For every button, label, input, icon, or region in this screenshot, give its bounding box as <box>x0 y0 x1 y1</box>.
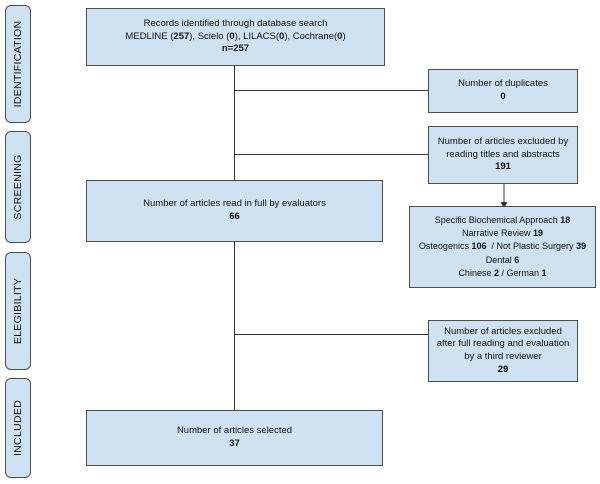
main-flow-line-2 <box>234 242 235 410</box>
read-full-count: 66 <box>229 211 240 222</box>
records-identified-title: Records identified through database sear… <box>143 18 328 30</box>
branch-line-duplicates <box>234 90 428 91</box>
branch-line-titles <box>234 154 428 155</box>
reason-osteogenics: Osteogenics 106 / Not Plastic Surgery 39 <box>418 241 587 252</box>
excluded-full-line3: by a third reviewer <box>464 351 542 362</box>
excluded-titles-line2: reading titles and abstracts <box>446 148 560 160</box>
excluded-full-line2: after full reading and evaluation <box>436 338 570 350</box>
read-full-label: Number of articles read in full by evalu… <box>143 198 326 210</box>
excluded-titles-box: Number of articles excluded by reading t… <box>428 126 578 184</box>
stage-elegibility: ELEGIBILITY <box>5 252 31 370</box>
selected-box: Number of articles selected 37 <box>86 410 383 466</box>
stage-label: INCLUDED <box>12 399 24 457</box>
arrow-down-icon <box>500 184 508 208</box>
duplicates-count: 0 <box>500 91 506 102</box>
duplicates-box: Number of duplicates 0 <box>428 69 578 113</box>
main-flow-line-1 <box>234 66 235 180</box>
records-identified-box: Records identified through database sear… <box>86 8 385 66</box>
excluded-titles-line1: Number of articles excluded by <box>437 136 569 148</box>
excluded-full-box: Number of articles excluded after full r… <box>428 320 578 382</box>
reason-biochemical: Specific Biochemical Approach 18 <box>434 215 571 226</box>
stage-screening: SCREENING <box>5 131 31 243</box>
stage-identification: IDENTIFICATION <box>5 5 31 123</box>
excluded-titles-count: 191 <box>495 161 511 173</box>
reason-dental: Dental 6 <box>485 254 520 265</box>
stage-label: SCREENING <box>12 154 24 220</box>
read-full-box: Number of articles read in full by evalu… <box>86 180 383 242</box>
records-total: n=257 <box>221 43 250 55</box>
reason-narrative: Narrative Review 19 <box>461 228 544 239</box>
selected-count: 37 <box>229 438 240 449</box>
duplicates-label: Number of duplicates <box>458 78 548 90</box>
reason-language: Chinese 2 / German 1 <box>458 267 547 278</box>
stage-label: IDENTIFICATION <box>12 20 24 108</box>
selected-label: Number of articles selected <box>176 425 293 437</box>
stage-label: ELEGIBILITY <box>12 277 24 345</box>
stage-included: INCLUDED <box>5 378 31 478</box>
excluded-full-count: 29 <box>497 363 509 375</box>
exclusion-reasons-box: Specific Biochemical Approach 18 Narrati… <box>409 206 596 288</box>
branch-line-full-exclusion <box>234 334 428 335</box>
database-breakdown: MEDLINE (257), Scielo (0), LILACS(0), Co… <box>125 30 346 42</box>
excluded-full-line1: Number of articles excluded <box>444 325 562 337</box>
